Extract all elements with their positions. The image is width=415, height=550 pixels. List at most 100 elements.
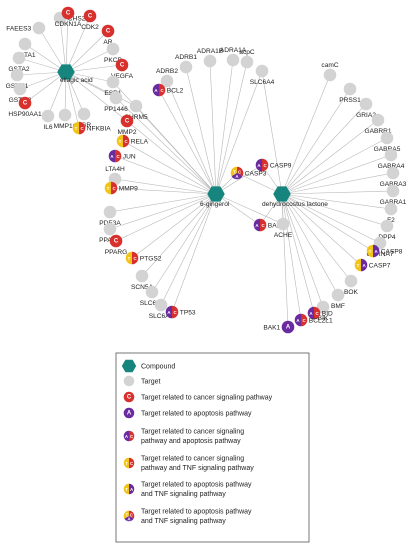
node-tp53: CA bbox=[165, 305, 179, 319]
edge-line bbox=[281, 193, 339, 296]
node-acpc bbox=[240, 55, 254, 69]
node-label: GSTA1 bbox=[14, 52, 35, 59]
node-label: BAK1 bbox=[263, 324, 280, 331]
edge-line bbox=[18, 57, 67, 73]
node-label: BID bbox=[322, 310, 333, 317]
node-gabra3 bbox=[386, 166, 400, 180]
node-label: GABRA3 bbox=[380, 181, 407, 188]
edge-line bbox=[281, 137, 388, 195]
edge-line bbox=[109, 193, 217, 213]
node-gabrr1 bbox=[371, 113, 385, 127]
edge-line bbox=[141, 193, 217, 277]
compound-dehydro bbox=[273, 186, 291, 202]
node-glyph: C bbox=[80, 126, 84, 131]
edge-line bbox=[281, 119, 379, 195]
node-label: camC bbox=[321, 62, 338, 69]
legend-marker-apoptosis: A bbox=[123, 407, 135, 419]
node-label: PRSS1 bbox=[339, 97, 361, 104]
node-pp1446 bbox=[109, 91, 123, 105]
node-label: PP1446 bbox=[104, 106, 128, 113]
node-label: ADRA1B bbox=[197, 48, 224, 55]
node-cdkn1a: C bbox=[61, 6, 75, 20]
node-label: PKCB bbox=[104, 57, 123, 64]
legend-marker-target bbox=[123, 375, 135, 387]
node-gria2 bbox=[359, 97, 373, 111]
node-label: MMP2 bbox=[117, 129, 136, 136]
node-label: CASP9 bbox=[270, 162, 292, 169]
legend-text: Target related to cancer signaling pathw… bbox=[141, 395, 273, 402]
edge-line bbox=[65, 71, 137, 107]
node-glyph: T bbox=[107, 186, 110, 191]
node-label: SCN5A bbox=[131, 284, 154, 291]
node-label: CASP3 bbox=[245, 170, 267, 177]
edge-line bbox=[115, 193, 217, 242]
node-glyph: A bbox=[374, 249, 378, 254]
node-glyph: A bbox=[362, 263, 366, 268]
edge-line bbox=[281, 103, 367, 195]
node-glyph: C bbox=[130, 513, 134, 518]
node-label: SLC6A2 bbox=[140, 300, 165, 307]
edge-line bbox=[171, 193, 217, 313]
node-gabra5 bbox=[380, 131, 394, 145]
node-bik bbox=[316, 300, 330, 314]
edge-line bbox=[281, 193, 362, 266]
node-casp8: AT bbox=[366, 244, 380, 258]
edge-line bbox=[151, 193, 217, 293]
node-label: GABRR1 bbox=[364, 128, 391, 135]
edge-line bbox=[281, 193, 392, 210]
legend-text: Target bbox=[141, 379, 161, 386]
node-pkcb bbox=[106, 42, 120, 56]
node-casp9: CA bbox=[255, 158, 269, 172]
node-glyph: A bbox=[110, 154, 114, 159]
edge-line bbox=[281, 193, 388, 227]
node-mmp16 bbox=[58, 108, 72, 122]
node-glyph: A bbox=[127, 516, 131, 521]
legend-text: Target related to cancer signaling bbox=[141, 456, 244, 463]
node-nfkbia: CT bbox=[72, 121, 86, 135]
node-glyph: C bbox=[173, 310, 177, 315]
edge-line bbox=[160, 193, 217, 306]
node-label: JUN bbox=[123, 153, 136, 160]
node-glyph: C bbox=[302, 318, 306, 323]
node-slc6a2 bbox=[145, 285, 159, 299]
node-label: BOK bbox=[344, 289, 359, 296]
edge-line bbox=[114, 155, 217, 195]
node-label: GABRA5 bbox=[374, 146, 401, 153]
node-dpp4 bbox=[380, 219, 394, 233]
node-glyph: C bbox=[112, 186, 116, 191]
node-label: AR bbox=[103, 39, 112, 46]
node-glyph: C bbox=[263, 163, 267, 168]
edge-line bbox=[24, 71, 67, 104]
node-glyph: T bbox=[357, 263, 360, 268]
edge-line bbox=[65, 71, 114, 83]
node-gstm1 bbox=[10, 68, 24, 82]
node-label: ADRB1 bbox=[175, 54, 197, 61]
node-label: BIK bbox=[318, 315, 329, 322]
edge-line bbox=[209, 60, 217, 195]
node-rela: CT bbox=[116, 134, 130, 148]
edge-line bbox=[65, 15, 91, 73]
node-glyph: A bbox=[257, 163, 261, 168]
node-glyph: C bbox=[127, 394, 132, 400]
edge-line bbox=[281, 190, 394, 195]
node-label: ACHE bbox=[274, 232, 293, 239]
edge-line bbox=[281, 193, 302, 321]
node-label: CASP8 bbox=[381, 248, 403, 255]
edge-line bbox=[281, 193, 315, 314]
legend-text: and TNF signaling pathway bbox=[141, 491, 226, 498]
node-label: BMF bbox=[331, 303, 345, 310]
node-label: MMP16 bbox=[54, 123, 77, 130]
edge-line bbox=[126, 120, 217, 195]
edge-line bbox=[281, 193, 374, 252]
legend-marker-cancer: C bbox=[123, 391, 135, 403]
node-pde3a bbox=[103, 205, 117, 219]
node-glyph: A bbox=[235, 174, 239, 179]
node-label: BAX bbox=[268, 222, 282, 229]
edge-line bbox=[65, 71, 128, 122]
node-esr1 bbox=[106, 75, 120, 89]
node-chrm5 bbox=[129, 99, 143, 113]
node-gabra1 bbox=[386, 184, 400, 198]
node-hsp90aa1: C bbox=[18, 96, 32, 110]
node-glyph: A bbox=[154, 88, 158, 93]
